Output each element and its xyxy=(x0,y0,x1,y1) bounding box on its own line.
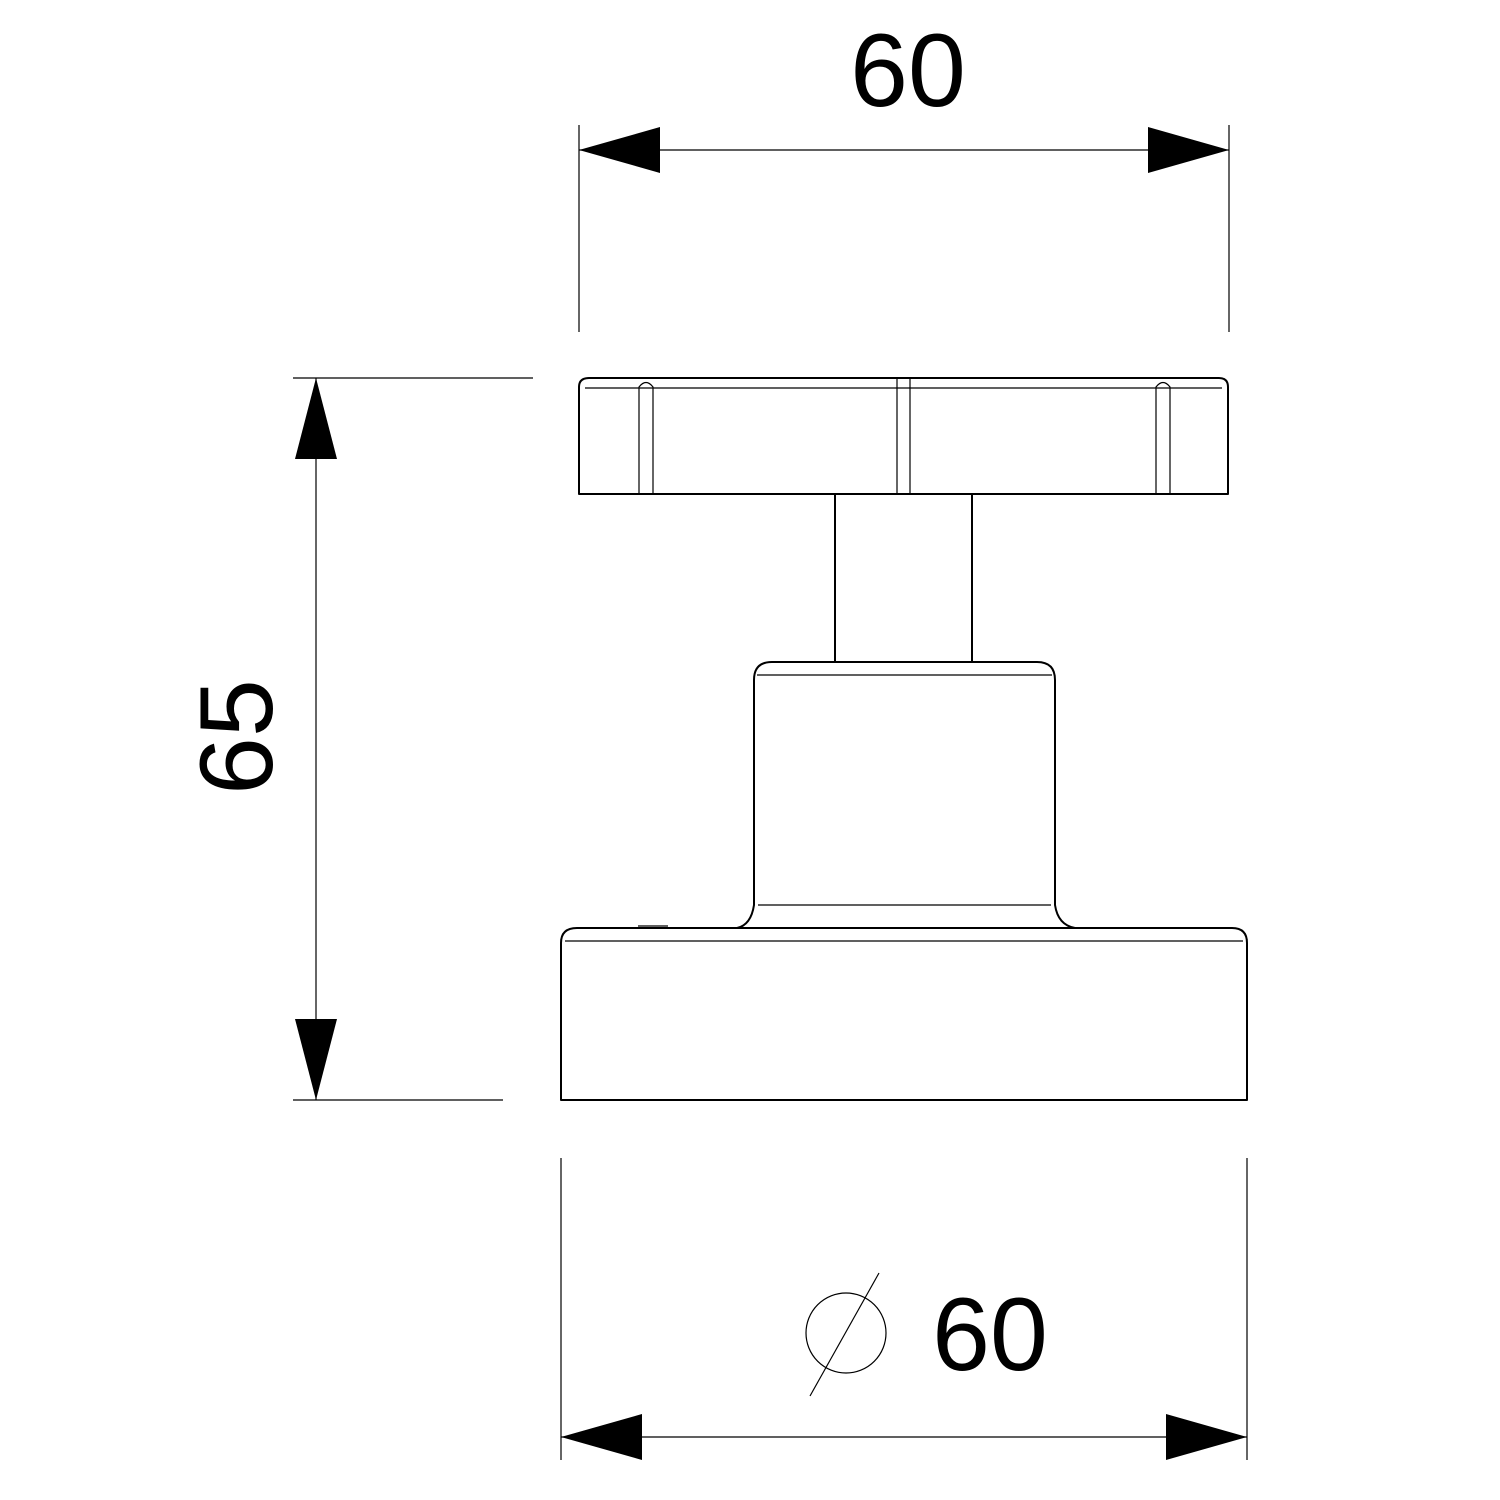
top-arrowhead-right xyxy=(1148,127,1229,173)
knob-neck xyxy=(736,661,1076,929)
handle-groove-left xyxy=(638,381,654,494)
top-arrowhead-left xyxy=(579,127,660,173)
height-arrowhead-bottom xyxy=(295,1019,337,1100)
base-diameter-dimension: 60 xyxy=(560,1158,1248,1460)
top-width-label: 60 xyxy=(850,13,966,129)
height-dimension: 65 xyxy=(179,377,533,1101)
knob-base xyxy=(560,925,1248,1101)
height-arrowhead-top xyxy=(295,378,337,459)
bottom-arrowhead-left xyxy=(561,1414,642,1460)
handle-groove-center xyxy=(896,378,911,494)
neck-outline xyxy=(736,661,1076,929)
handle-groove-right xyxy=(1155,381,1171,494)
knob-handle xyxy=(578,377,1229,495)
height-label: 65 xyxy=(179,679,295,795)
knob-spindle xyxy=(834,494,973,662)
base-diameter-label: 60 xyxy=(932,1277,1048,1393)
top-width-dimension: 60 xyxy=(578,13,1230,332)
handle-outline xyxy=(578,377,1229,495)
diameter-symbol xyxy=(805,1272,887,1397)
bottom-arrowhead-right xyxy=(1166,1414,1247,1460)
base-outline xyxy=(560,927,1248,1101)
